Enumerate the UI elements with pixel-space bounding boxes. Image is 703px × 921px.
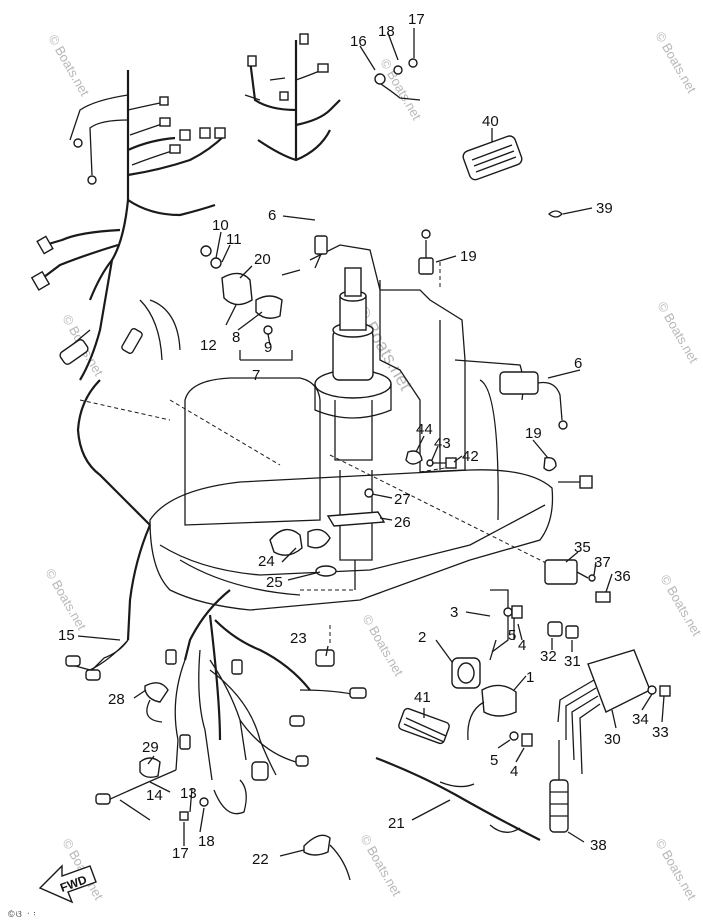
callout-33: 33 bbox=[652, 724, 669, 741]
callout-32: 32 bbox=[540, 648, 557, 665]
callout-8: 8 bbox=[232, 329, 240, 346]
watermark-br: © Boats.net bbox=[657, 572, 703, 639]
callout-6a: 6 bbox=[268, 207, 276, 224]
callout-10: 10 bbox=[212, 217, 229, 234]
callout-29: 29 bbox=[142, 739, 159, 756]
callout-24: 24 bbox=[258, 553, 275, 570]
callout-5a: 5 bbox=[508, 627, 516, 644]
callout-2: 2 bbox=[418, 629, 426, 646]
callout-22: 22 bbox=[252, 851, 269, 868]
callout-27: 27 bbox=[394, 491, 411, 508]
callout-44: 44 bbox=[416, 421, 433, 438]
callout-7: 7 bbox=[252, 367, 260, 384]
watermark-bbm: © Boats.net bbox=[357, 832, 404, 899]
leader-lines bbox=[77, 28, 665, 857]
callout-15: 15 bbox=[58, 627, 75, 644]
callout-25: 25 bbox=[266, 574, 283, 591]
footer-text: ©ଓ᠎ ᠂ ᠄ ᠋ ᠌ bbox=[8, 909, 40, 919]
watermark-top-mid: © Boats.net bbox=[377, 56, 424, 123]
engine-assembly bbox=[79, 244, 561, 645]
callout-5b: 5 bbox=[490, 752, 498, 769]
callout-14: 14 bbox=[146, 787, 163, 804]
watermark-tr: © Boats.net bbox=[652, 29, 699, 96]
lower-harness bbox=[65, 524, 367, 821]
callout-17a: 17 bbox=[408, 11, 425, 28]
callout-43: 43 bbox=[434, 435, 451, 452]
callout-39: 39 bbox=[596, 200, 613, 217]
callout-30: 30 bbox=[604, 731, 621, 748]
callout-28: 28 bbox=[108, 691, 125, 708]
callout-40: 40 bbox=[482, 113, 499, 130]
callout-4b: 4 bbox=[510, 763, 518, 780]
callout-20: 20 bbox=[254, 251, 271, 268]
callout-6b: 6 bbox=[574, 355, 582, 372]
parts bbox=[139, 135, 671, 881]
callout-17b: 17 bbox=[172, 845, 189, 862]
callout-16: 16 bbox=[350, 33, 367, 50]
callout-18b: 18 bbox=[198, 833, 215, 850]
callout-31: 31 bbox=[564, 653, 581, 670]
callout-26: 26 bbox=[394, 514, 411, 531]
watermark-bl: © Boats.net bbox=[42, 566, 89, 633]
callout-4a: 4 bbox=[518, 637, 526, 654]
callout-9: 9 bbox=[264, 339, 272, 356]
fwd-arrow: FWD bbox=[38, 864, 97, 904]
part-40-grommet bbox=[462, 135, 523, 181]
callout-19a: 19 bbox=[460, 248, 477, 265]
upper-harness bbox=[244, 33, 421, 162]
callout-23: 23 bbox=[290, 630, 307, 647]
watermark-bbr: © Boats.net bbox=[652, 836, 699, 903]
callout-35: 35 bbox=[574, 539, 591, 556]
callout-18a: 18 bbox=[378, 23, 395, 40]
callout-42: 42 bbox=[462, 448, 479, 465]
callouts: 17 18 16 40 39 6 10 11 19 20 12 8 9 7 6 … bbox=[58, 11, 669, 868]
callout-12: 12 bbox=[200, 337, 217, 354]
callout-11: 11 bbox=[226, 231, 242, 248]
callout-19b: 19 bbox=[525, 425, 542, 442]
main-wire-harness bbox=[30, 70, 226, 526]
watermark-bm1: © Boats.net bbox=[359, 612, 406, 679]
callout-1: 1 bbox=[526, 669, 534, 686]
callout-3: 3 bbox=[450, 604, 458, 621]
callout-37: 37 bbox=[594, 554, 611, 571]
callout-41: 41 bbox=[414, 689, 431, 706]
callout-13: 13 bbox=[180, 785, 197, 802]
callout-36: 36 bbox=[614, 568, 631, 585]
watermark-tl: © Boats.net bbox=[45, 32, 92, 99]
callout-34: 34 bbox=[632, 711, 649, 728]
callout-38: 38 bbox=[590, 837, 607, 854]
watermark-mr: © Boats.net bbox=[654, 299, 701, 366]
callout-21: 21 bbox=[388, 815, 405, 832]
